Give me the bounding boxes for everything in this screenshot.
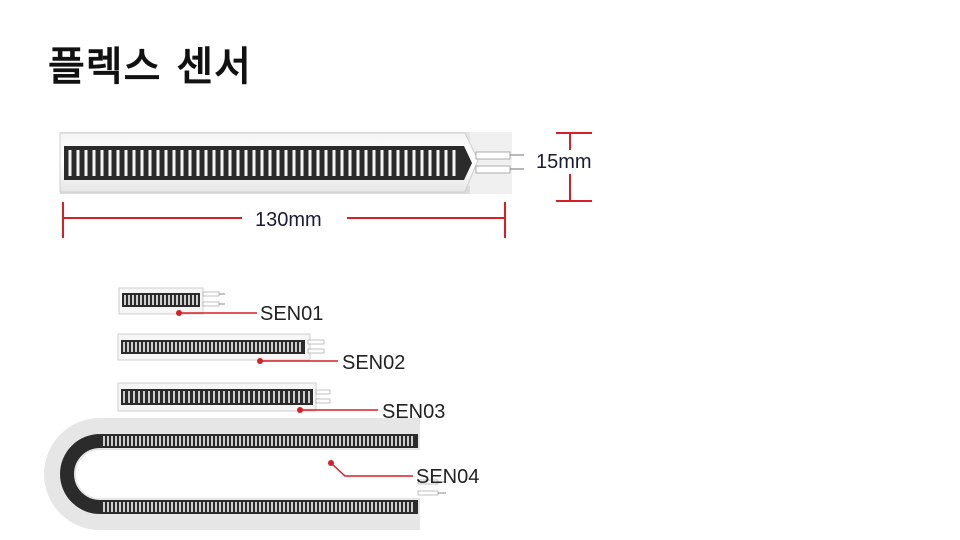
sensor-sen03: SEN03 (117, 382, 445, 423)
length-label: 130mm (255, 209, 322, 231)
slide-title: 플렉스 센서 (48, 44, 252, 90)
sensor-sen04: SEN04 (44, 418, 479, 530)
main-sensor-pins (475, 151, 524, 174)
width-dimension: 15mm (536, 132, 592, 202)
main-sensor-serpentine (68, 150, 456, 176)
sen02-label: SEN02 (342, 352, 405, 374)
sensor-sen01: SEN01 (118, 287, 323, 325)
sen01-label: SEN01 (260, 303, 323, 325)
width-label: 15mm (536, 151, 592, 173)
sensor-sen02: SEN02 (117, 333, 405, 374)
sen03-label: SEN03 (382, 401, 445, 423)
length-dimension: 130mm (62, 202, 506, 238)
sen04-label: SEN04 (416, 466, 479, 488)
main-flex-sensor (59, 132, 524, 194)
main-sensor-trace-bed (64, 146, 464, 180)
